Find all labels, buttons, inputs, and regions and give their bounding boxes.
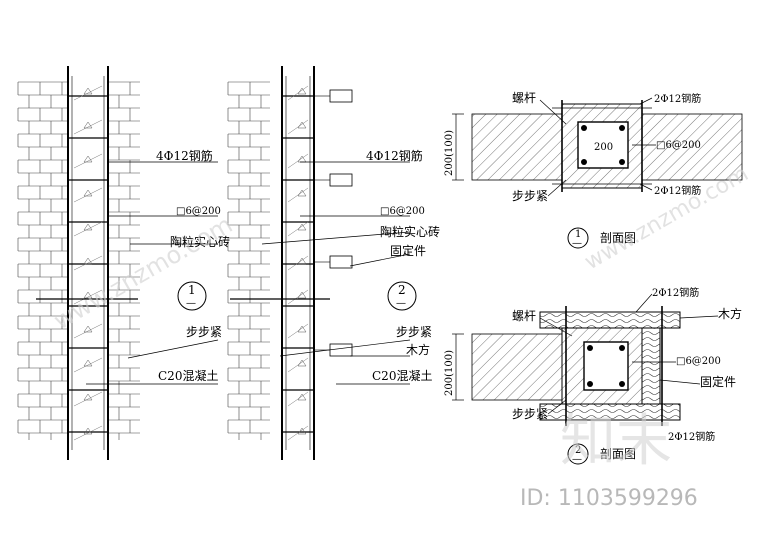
label-rebar-1: 4Φ12钢筋 [156,148,213,163]
section1-bolt: 螺杆 [512,91,536,105]
section2-dim: 200(100) [444,350,455,396]
elevation-1 [17,66,140,460]
wood-side-2 [641,327,661,405]
section2-bolt: 螺杆 [512,309,536,323]
label-bubujin-2: 步步紧 [396,325,432,339]
svg-text:—: — [572,454,582,465]
section1-dim: 200(100) [444,130,455,176]
watermark-id: ID: 1103599296 [520,486,698,511]
label-bubujin-1: 步步紧 [186,325,222,339]
section-1: 200 200(100) 螺杆 2Φ12钢筋 □6@200 2Φ12钢筋 步步紧… [444,91,743,249]
section2-stirrup: □6@200 [676,356,721,367]
svg-text:2: 2 [398,283,406,297]
label-brick-2: 陶粒实心砖 [380,224,440,239]
section2-wood: 木方 [718,306,742,321]
wall-right-hatch-1 [641,113,743,181]
leaders-2 [261,161,411,385]
section2-fixer: 固定件 [700,374,736,389]
watermark-site-1: www.znzmo.com [49,210,237,335]
wood-top-2 [539,311,681,329]
section1-stirrup: □6@200 [656,140,701,151]
detail-marker-1: 1 — [177,281,207,311]
svg-text:1: 1 [188,283,196,297]
brick-wall-left-1 [17,81,68,440]
section1-title: 剖面图 [600,231,636,245]
section2-rebar-top: 2Φ12钢筋 [652,286,699,299]
elevation-2 [227,66,353,460]
section2-bubujin: 步步紧 [512,407,548,421]
label-stirrup-1: □6@200 [176,206,221,217]
wall-left-hatch-2 [471,333,563,401]
brick-wall-left-2 [227,81,270,440]
label-brick-1: 陶粒实心砖 [170,234,230,249]
svg-text:—: — [186,298,196,309]
section2-title: 剖面图 [600,447,636,461]
leaders-1 [86,161,219,385]
detail-marker-2: 2 — [387,281,417,311]
watermark-brand: 知末 [560,409,672,474]
svg-text:—: — [396,298,406,309]
section1-bubujin: 步步紧 [512,189,548,203]
svg-text:1: 1 [575,229,581,240]
section1-rebar-bottom: 2Φ12钢筋 [654,184,701,197]
section1-size: 200 [594,142,613,153]
svg-text:2: 2 [575,445,581,456]
column-1 [67,66,109,460]
label-concrete-2: C20混凝土 [372,368,432,383]
column-2 [281,66,315,460]
section2-rebar-bottom: 2Φ12钢筋 [668,430,715,443]
section-2: 200(100) 螺杆 2Φ12钢筋 木方 □6@200 固定件 步步紧 2Φ1… [444,286,742,465]
fixer-plates [314,89,353,357]
label-concrete-1: C20混凝土 [158,368,218,383]
label-stirrup-2: □6@200 [380,206,425,217]
wall-left-hatch-1 [471,113,563,181]
label-fixer-2: 固定件 [390,243,426,258]
svg-text:—: — [572,238,582,249]
label-wood-2: 木方 [406,342,430,357]
label-rebar-2: 4Φ12钢筋 [366,148,423,163]
section1-rebar-top: 2Φ12钢筋 [654,92,701,105]
